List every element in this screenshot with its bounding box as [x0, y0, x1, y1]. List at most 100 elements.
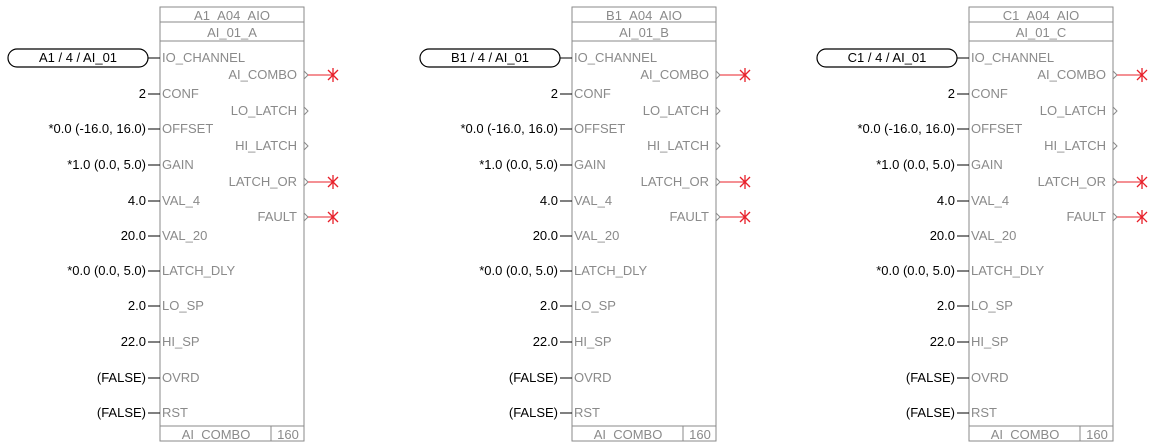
- input-value[interactable]: 20.0: [121, 228, 146, 243]
- input-value[interactable]: 20.0: [930, 228, 955, 243]
- input-pin-label: IO_CHANNEL: [971, 50, 1054, 65]
- input-value[interactable]: *1.0 (0.0, 5.0): [67, 157, 146, 172]
- output-pin-label: LATCH_OR: [229, 174, 297, 189]
- input-pin-label: HI_SP: [574, 334, 612, 349]
- block-frame: [571, 6, 717, 442]
- input-value[interactable]: *0.0 (0.0, 5.0): [479, 263, 558, 278]
- input-value[interactable]: *1.0 (0.0, 5.0): [479, 157, 558, 172]
- output-pin-arrow: [303, 141, 309, 151]
- input-pin-label: OVRD: [574, 370, 612, 385]
- input-pin-label: RST: [971, 405, 997, 420]
- block-execution-order: 160: [1086, 427, 1108, 442]
- input-pin-label: IO_CHANNEL: [162, 50, 245, 65]
- input-pin-label: OVRD: [971, 370, 1009, 385]
- input-value[interactable]: (FALSE): [97, 405, 146, 420]
- unconnected-output-marker-icon: [739, 210, 751, 224]
- output-pin-arrow: [715, 106, 721, 116]
- unconnected-output-marker-icon: [1136, 175, 1148, 189]
- input-pin-label: LO_SP: [162, 298, 204, 313]
- input-value[interactable]: (FALSE): [509, 405, 558, 420]
- input-value[interactable]: 22.0: [930, 334, 955, 349]
- unconnected-output-marker-icon: [327, 210, 339, 224]
- input-value[interactable]: *0.0 (-16.0, 16.0): [460, 121, 558, 136]
- input-value[interactable]: (FALSE): [509, 370, 558, 385]
- output-pin-arrow: [715, 141, 721, 151]
- input-pin-label: OFFSET: [574, 121, 625, 136]
- block-type-label: AI_COMBO: [991, 427, 1060, 442]
- output-pin-label: AI_COMBO: [1037, 67, 1106, 82]
- output-pin-label: LATCH_OR: [1038, 174, 1106, 189]
- output-pin-arrow: [303, 177, 309, 187]
- input-value[interactable]: *0.0 (0.0, 5.0): [876, 263, 955, 278]
- output-pin-arrow: [1112, 177, 1118, 187]
- input-pin-label: LATCH_DLY: [162, 263, 236, 278]
- input-pin-label: GAIN: [971, 157, 1003, 172]
- input-value[interactable]: 2: [551, 86, 558, 101]
- input-pin-label: IO_CHANNEL: [574, 50, 657, 65]
- input-pin-label: HI_SP: [971, 334, 1009, 349]
- input-value[interactable]: 2.0: [937, 298, 955, 313]
- input-pin-label: VAL_20: [574, 228, 619, 243]
- input-value[interactable]: (FALSE): [97, 370, 146, 385]
- output-pin-arrow: [1112, 212, 1118, 222]
- unconnected-output-marker-icon: [1136, 68, 1148, 82]
- input-value[interactable]: *1.0 (0.0, 5.0): [876, 157, 955, 172]
- input-value[interactable]: 4.0: [937, 193, 955, 208]
- input-value[interactable]: 4.0: [128, 193, 146, 208]
- output-pin-label: FAULT: [1067, 209, 1107, 224]
- input-pin-label: RST: [574, 405, 600, 420]
- output-pin-label: HI_LATCH: [1044, 138, 1106, 153]
- input-pin-label: CONF: [971, 86, 1008, 101]
- input-pin-label: LO_SP: [574, 298, 616, 313]
- output-pin-label: AI_COMBO: [228, 67, 297, 82]
- input-value[interactable]: 2.0: [540, 298, 558, 313]
- input-value[interactable]: (FALSE): [906, 370, 955, 385]
- input-pin-label: LATCH_DLY: [574, 263, 648, 278]
- input-pin-label: VAL_4: [971, 193, 1009, 208]
- input-value[interactable]: *0.0 (-16.0, 16.0): [48, 121, 146, 136]
- block-name: AI_01_A: [207, 25, 257, 40]
- io-channel-reference[interactable]: C1 / 4 / AI_01: [848, 50, 927, 65]
- input-pin-label: CONF: [574, 86, 611, 101]
- input-value[interactable]: *0.0 (0.0, 5.0): [67, 263, 146, 278]
- input-pin-label: GAIN: [162, 157, 194, 172]
- input-pin-label: OFFSET: [162, 121, 213, 136]
- output-pin-label: LO_LATCH: [643, 103, 709, 118]
- output-pin-arrow: [715, 177, 721, 187]
- input-value[interactable]: 22.0: [121, 334, 146, 349]
- input-value[interactable]: 2: [948, 86, 955, 101]
- output-pin-label: FAULT: [258, 209, 298, 224]
- unconnected-output-marker-icon: [739, 175, 751, 189]
- block-name: AI_01_B: [619, 25, 669, 40]
- input-value[interactable]: 4.0: [540, 193, 558, 208]
- output-pin-label: LO_LATCH: [1040, 103, 1106, 118]
- input-value[interactable]: *0.0 (-16.0, 16.0): [857, 121, 955, 136]
- input-pin-label: VAL_20: [971, 228, 1016, 243]
- output-pin-arrow: [1112, 106, 1118, 116]
- unconnected-output-marker-icon: [327, 68, 339, 82]
- unconnected-output-marker-icon: [739, 68, 751, 82]
- block-instance-title: C1_A04_AIO: [1003, 8, 1080, 23]
- output-pin-label: HI_LATCH: [235, 138, 297, 153]
- input-pin-label: VAL_4: [162, 193, 200, 208]
- output-pin-arrow: [1112, 141, 1118, 151]
- input-pin-label: LO_SP: [971, 298, 1013, 313]
- input-value[interactable]: 22.0: [533, 334, 558, 349]
- output-pin-label: HI_LATCH: [647, 138, 709, 153]
- output-pin-arrow: [303, 70, 309, 80]
- input-value[interactable]: 20.0: [533, 228, 558, 243]
- input-value[interactable]: 2.0: [128, 298, 146, 313]
- io-channel-reference[interactable]: A1 / 4 / AI_01: [39, 50, 117, 65]
- unconnected-output-marker-icon: [327, 175, 339, 189]
- input-pin-label: RST: [162, 405, 188, 420]
- io-channel-reference[interactable]: B1 / 4 / AI_01: [451, 50, 529, 65]
- input-value[interactable]: 2: [139, 86, 146, 101]
- block-execution-order: 160: [277, 427, 299, 442]
- block-instance-title: B1_A04_AIO: [606, 8, 682, 23]
- output-pin-arrow: [715, 212, 721, 222]
- input-value[interactable]: (FALSE): [906, 405, 955, 420]
